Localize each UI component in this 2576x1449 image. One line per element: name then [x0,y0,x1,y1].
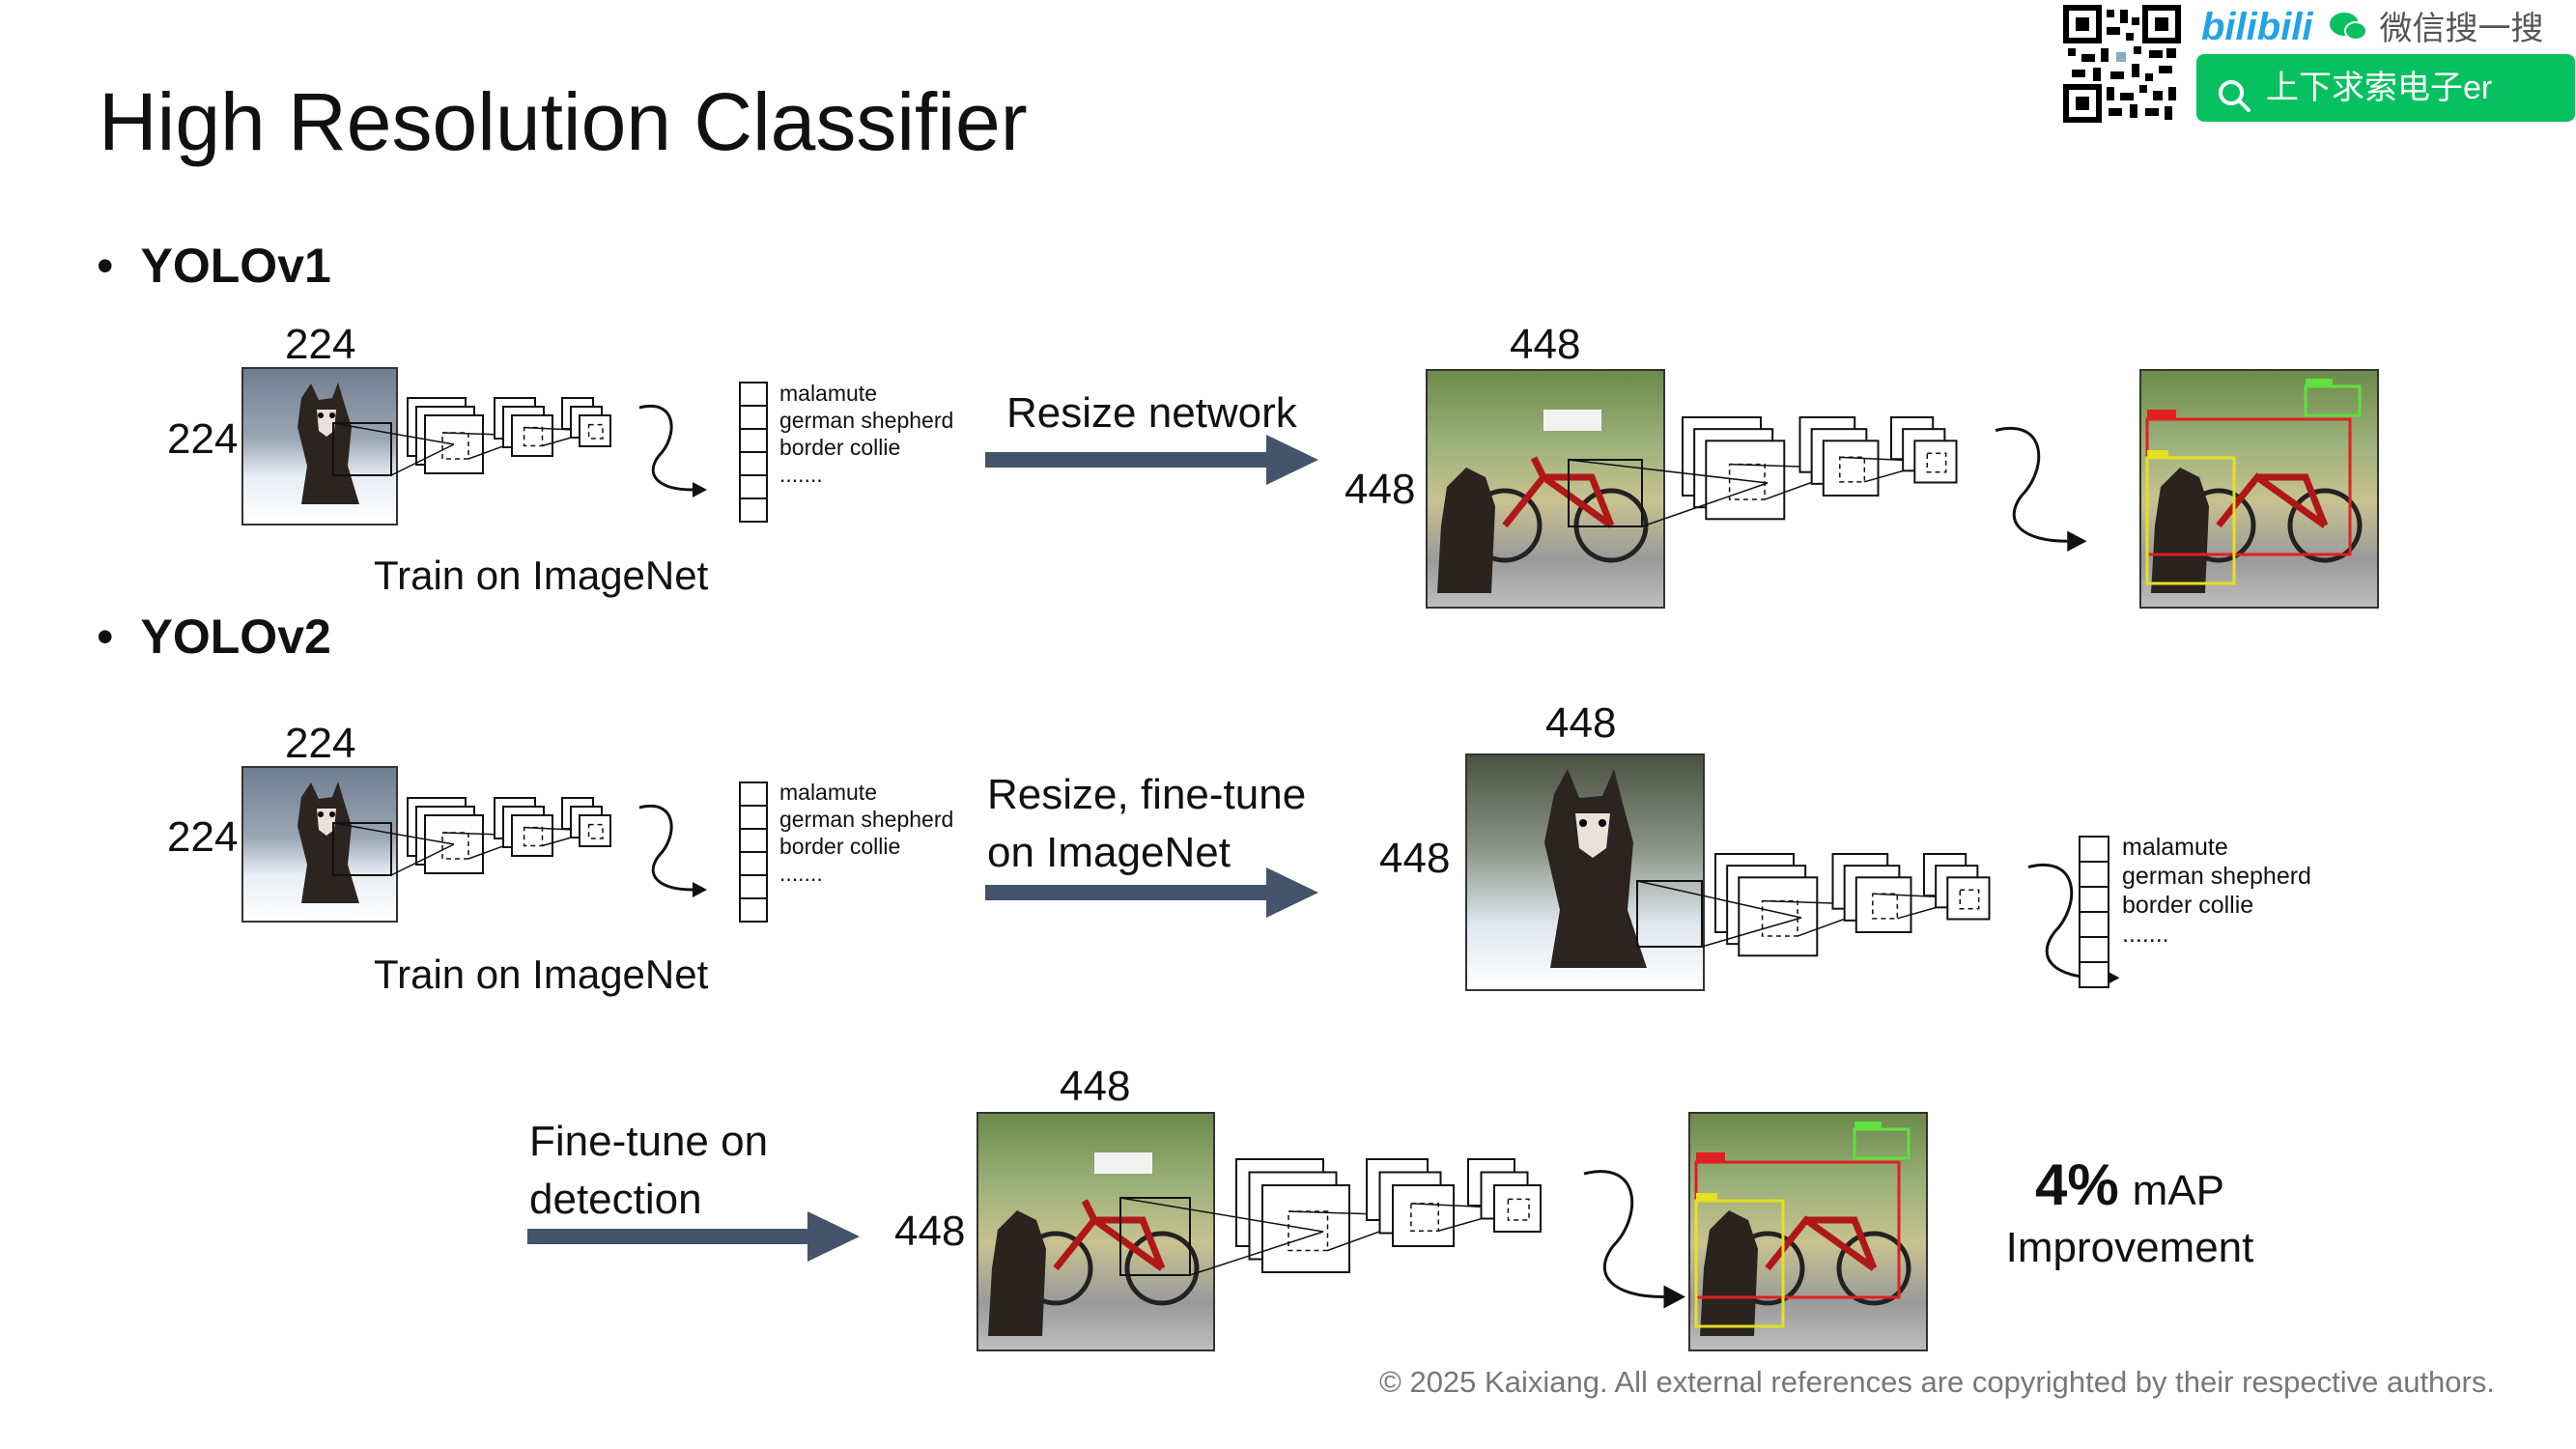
cnn-network-v1 [407,397,707,497]
yolov1-caption: Train on ImageNet [374,553,709,598]
cnn-network-v1-detect [1682,416,2087,553]
output-box [739,428,768,453]
yolov1-class-list: malamute german shepherd border collie .… [779,380,953,488]
dog-bike-image [977,1112,1215,1351]
detect-step-label: Fine-tune on detection [529,1118,769,1223]
detection-result-image [1688,1112,1928,1351]
qr-code-icon [2062,4,2182,124]
class-label: ....... [779,861,823,886]
slide-title: High Resolution Classifier [99,76,1028,167]
cnn-network-v2 [407,797,707,897]
bilibili-logo: bilibili [2201,6,2313,48]
output-box [739,405,768,430]
output-box [739,451,768,476]
output-box [739,897,768,923]
class-label: border collie [779,834,901,859]
output-box [2079,936,2109,963]
improvement-word: Improvement [2005,1224,2254,1271]
class-label: border collie [779,435,901,460]
output-box [739,851,768,876]
output-box [2079,886,2109,913]
receptive-field-line [390,443,455,476]
output-box [739,781,768,807]
output-box [739,497,768,523]
detection-result-image [2139,369,2379,609]
yolov2-caption: Train on ImageNet [374,952,709,997]
yolov2-class-list: malamute german shepherd border collie .… [779,779,953,887]
search-text: 上下求索电子er [2266,70,2493,106]
class-label: ....... [779,462,823,487]
cnn-network-v2-hires [1714,853,2120,989]
output-box [2079,861,2109,888]
class-label: german shepherd [2122,863,2311,890]
yolov2-mid-class-list: malamute german shepherd border collie .… [2122,833,2311,949]
class-label: ....... [2122,921,2169,948]
class-label: malamute [779,780,877,805]
yolov2-step-label: Resize, fine-tune on ImageNet [987,771,1307,876]
yolov1-step-label: Resize network [1006,389,1297,437]
dog-snow-image [241,766,398,923]
yolov1-output-height: 448 [1345,466,1416,513]
copyright-footer: © 2025 Kaixiang. All external references… [1379,1365,2495,1399]
yolov1-input-height: 224 [167,415,239,463]
det-height: 448 [894,1208,966,1255]
output-box [739,874,768,899]
yolov1-input-width: 224 [285,321,356,368]
yolov2-input-width: 224 [285,720,356,767]
improvement-value: 4% [2034,1152,2119,1217]
class-label: border collie [2122,892,2254,919]
output-box [739,474,768,499]
bullet-yolov1: •YOLOv1 [97,239,331,293]
class-label: malamute [2122,834,2228,861]
output-box [739,805,768,830]
improvement-unit: mAP [2132,1167,2225,1214]
dog-snow-large-image [1465,753,1705,991]
det-width: 448 [1060,1063,1131,1110]
output-box [739,382,768,407]
improvement-callout: 4% mAP Improvement [1990,1151,2270,1272]
wechat-icon [2329,11,2367,43]
receptive-field-line [1701,917,1802,948]
yolov2-mid-height: 448 [1379,835,1451,882]
wechat-search-label: 微信搜一搜 [2379,11,2544,47]
cnn-network-v2-detect [1235,1158,1685,1309]
output-box [2079,961,2109,988]
branding-row: bilibili 微信搜一搜 [2201,2,2543,49]
output-box [2079,836,2109,863]
wechat-search-bar[interactable]: 上下求索电子er [2196,54,2575,122]
yolov2-mid-width: 448 [1545,699,1617,747]
output-box [739,828,768,853]
receptive-field-line [390,843,455,876]
dog-snow-image [241,367,398,526]
class-label: german shepherd [779,807,954,832]
bullet-yolov2: •YOLOv2 [97,610,331,664]
search-icon [2216,70,2252,112]
yolov1-output-width: 448 [1510,321,1581,368]
class-label: malamute [779,381,877,406]
dog-bike-image [1426,369,1665,609]
yolov2-input-height: 224 [167,813,239,861]
class-label: german shepherd [779,408,954,433]
output-box [2079,911,2109,938]
